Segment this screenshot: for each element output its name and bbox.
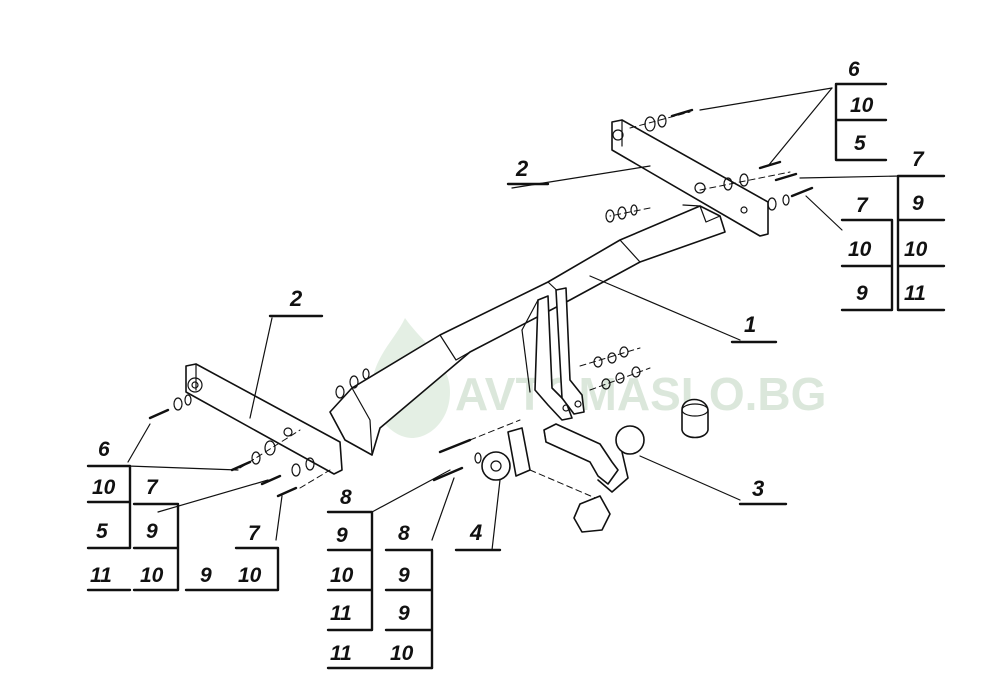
svg-text:11: 11: [90, 564, 112, 587]
svg-text:9: 9: [200, 564, 212, 587]
svg-text:10: 10: [238, 564, 262, 587]
leader-lines: [127, 87, 901, 551]
left-fasteners: [148, 368, 521, 498]
callout-2-left: 2: [289, 286, 303, 311]
svg-text:10: 10: [330, 564, 354, 587]
part-callouts: 2 1 2 3 4: [268, 156, 788, 552]
svg-text:7: 7: [146, 476, 159, 499]
svg-text:6: 6: [848, 58, 860, 81]
tow-ball-part-3: [543, 398, 709, 493]
svg-text:10: 10: [904, 238, 928, 261]
center-nuts: [579, 346, 651, 391]
svg-text:10: 10: [848, 238, 872, 261]
svg-text:9: 9: [912, 192, 924, 215]
table-mid-b: 8 9 9 10: [384, 522, 434, 670]
side-plate-top: [611, 119, 769, 237]
svg-text:10: 10: [390, 642, 414, 665]
table-right-a: 7 10 9: [840, 194, 894, 312]
callout-3: 3: [752, 476, 764, 501]
socket-plate-part-4: [474, 427, 611, 533]
svg-text:9: 9: [146, 520, 158, 543]
svg-text:6: 6: [98, 438, 110, 461]
svg-text:7: 7: [856, 194, 869, 217]
table-mid-a: 8 9 10 11 11: [326, 486, 434, 670]
callout-1: 1: [744, 312, 756, 337]
table-left-a: 6 10 5 11: [86, 438, 132, 592]
table-top-right: 6 10 5: [834, 58, 888, 162]
svg-text:9: 9: [398, 564, 410, 587]
svg-text:9: 9: [856, 282, 868, 305]
table-right-b: 7 9 10 11: [896, 148, 946, 312]
side-plate-left: [185, 363, 343, 475]
svg-text:10: 10: [850, 94, 874, 117]
callout-4: 4: [469, 520, 482, 545]
svg-text:11: 11: [330, 642, 352, 665]
svg-text:7: 7: [912, 148, 925, 171]
svg-text:10: 10: [140, 564, 164, 587]
svg-text:11: 11: [904, 282, 926, 305]
svg-text:9: 9: [336, 524, 348, 547]
svg-text:5: 5: [96, 520, 108, 543]
table-left-b: 7 9 10: [132, 476, 180, 592]
svg-text:8: 8: [340, 486, 352, 509]
svg-text:7: 7: [248, 522, 261, 545]
callout-2-top: 2: [515, 156, 529, 181]
table-left-c: 7 10 9: [184, 522, 280, 592]
svg-text:9: 9: [398, 602, 410, 625]
svg-text:8: 8: [398, 522, 410, 545]
crossbar-part-1: [329, 204, 726, 456]
svg-text:10: 10: [92, 476, 116, 499]
svg-text:11: 11: [330, 602, 352, 625]
top-fasteners: [605, 108, 814, 223]
svg-text:5: 5: [854, 132, 866, 155]
watermark-text: AVTOMASLO.BG: [455, 368, 826, 420]
